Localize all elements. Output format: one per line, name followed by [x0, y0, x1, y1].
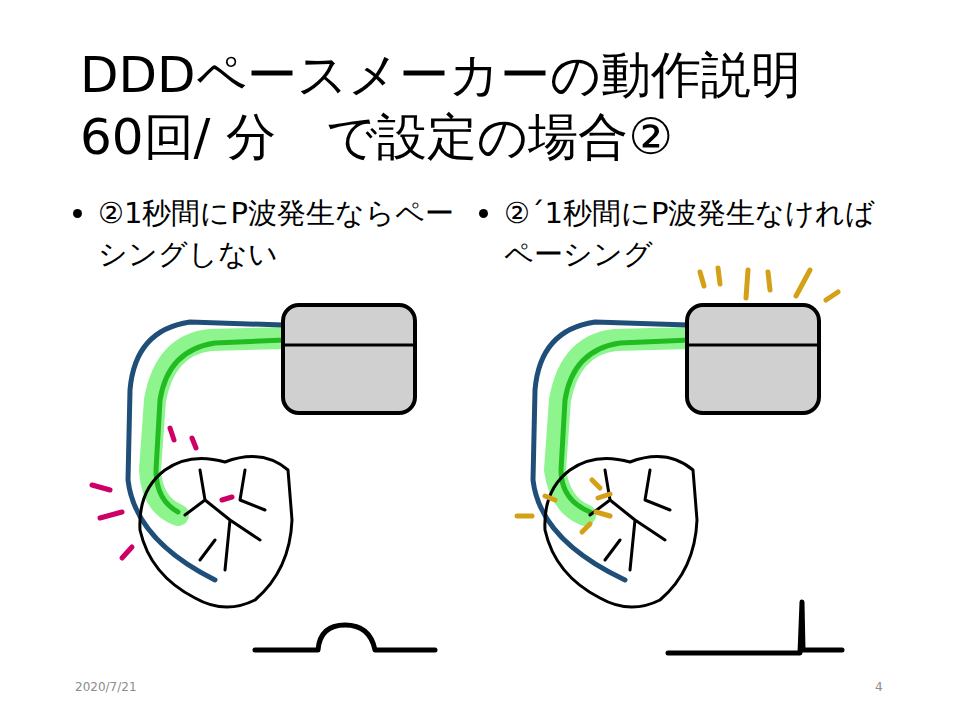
pacing-spike-trace — [668, 602, 842, 653]
heart-chambers — [185, 470, 265, 570]
ventricular-lead — [156, 340, 285, 512]
generator-header-line — [687, 344, 819, 347]
bullet-list: ②´1秒間にP波発生なければペーシング — [478, 193, 879, 275]
atrial-lead — [533, 322, 688, 580]
heart-outline — [545, 457, 697, 607]
heart-outline — [140, 457, 292, 607]
pacemaker-generator — [283, 305, 415, 413]
heart-chambers — [590, 470, 670, 570]
pacing-rays — [517, 268, 838, 532]
pacemaker-generator — [687, 305, 819, 413]
lead-glow — [555, 338, 690, 515]
slide-date: 2020/7/21 — [75, 680, 137, 694]
slide-title: DDDペースメーカーの動作説明 60回/ 分 で設定の場合② — [80, 44, 870, 168]
atrial-lead — [128, 322, 283, 580]
p-wave-trace — [255, 625, 435, 650]
ventricular-lead — [561, 340, 690, 512]
page-number: 4 — [875, 680, 883, 694]
sense-rays — [92, 428, 232, 558]
bullet-text: ②´1秒間にP波発生なければペーシング — [504, 193, 879, 275]
bullet-list: ②1秒間にP波発生ならペーシングしない — [72, 193, 473, 275]
bullet-text: ②1秒間にP波発生ならペーシングしない — [98, 193, 473, 275]
generator-header-line — [283, 344, 415, 347]
lead-glow — [150, 338, 285, 515]
